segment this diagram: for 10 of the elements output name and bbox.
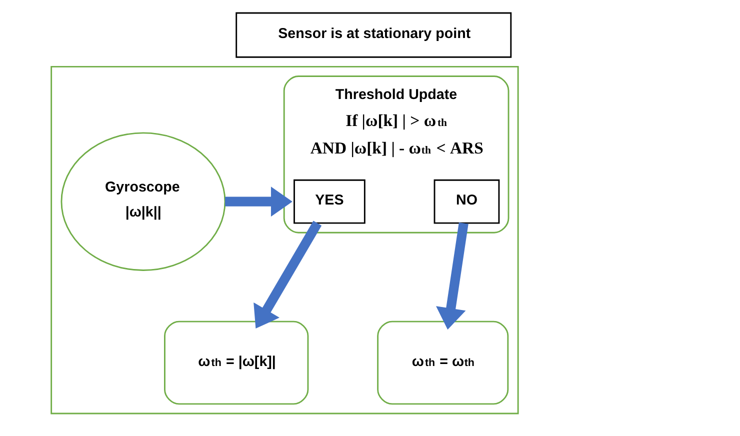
arrow — [436, 222, 468, 330]
node-box: NO — [434, 179, 500, 224]
arrow — [254, 220, 322, 329]
node-ellipse: Gyroscope |ω|k|| — [60, 132, 226, 271]
cluster — [50, 66, 519, 414]
node-box: ωth = ωth — [377, 320, 509, 405]
node-box: ωth = |ω[k]| — [164, 320, 309, 405]
node-box: Sensor is at stationary point — [236, 12, 512, 58]
arrow — [225, 186, 292, 217]
node-box: YES — [294, 179, 366, 224]
